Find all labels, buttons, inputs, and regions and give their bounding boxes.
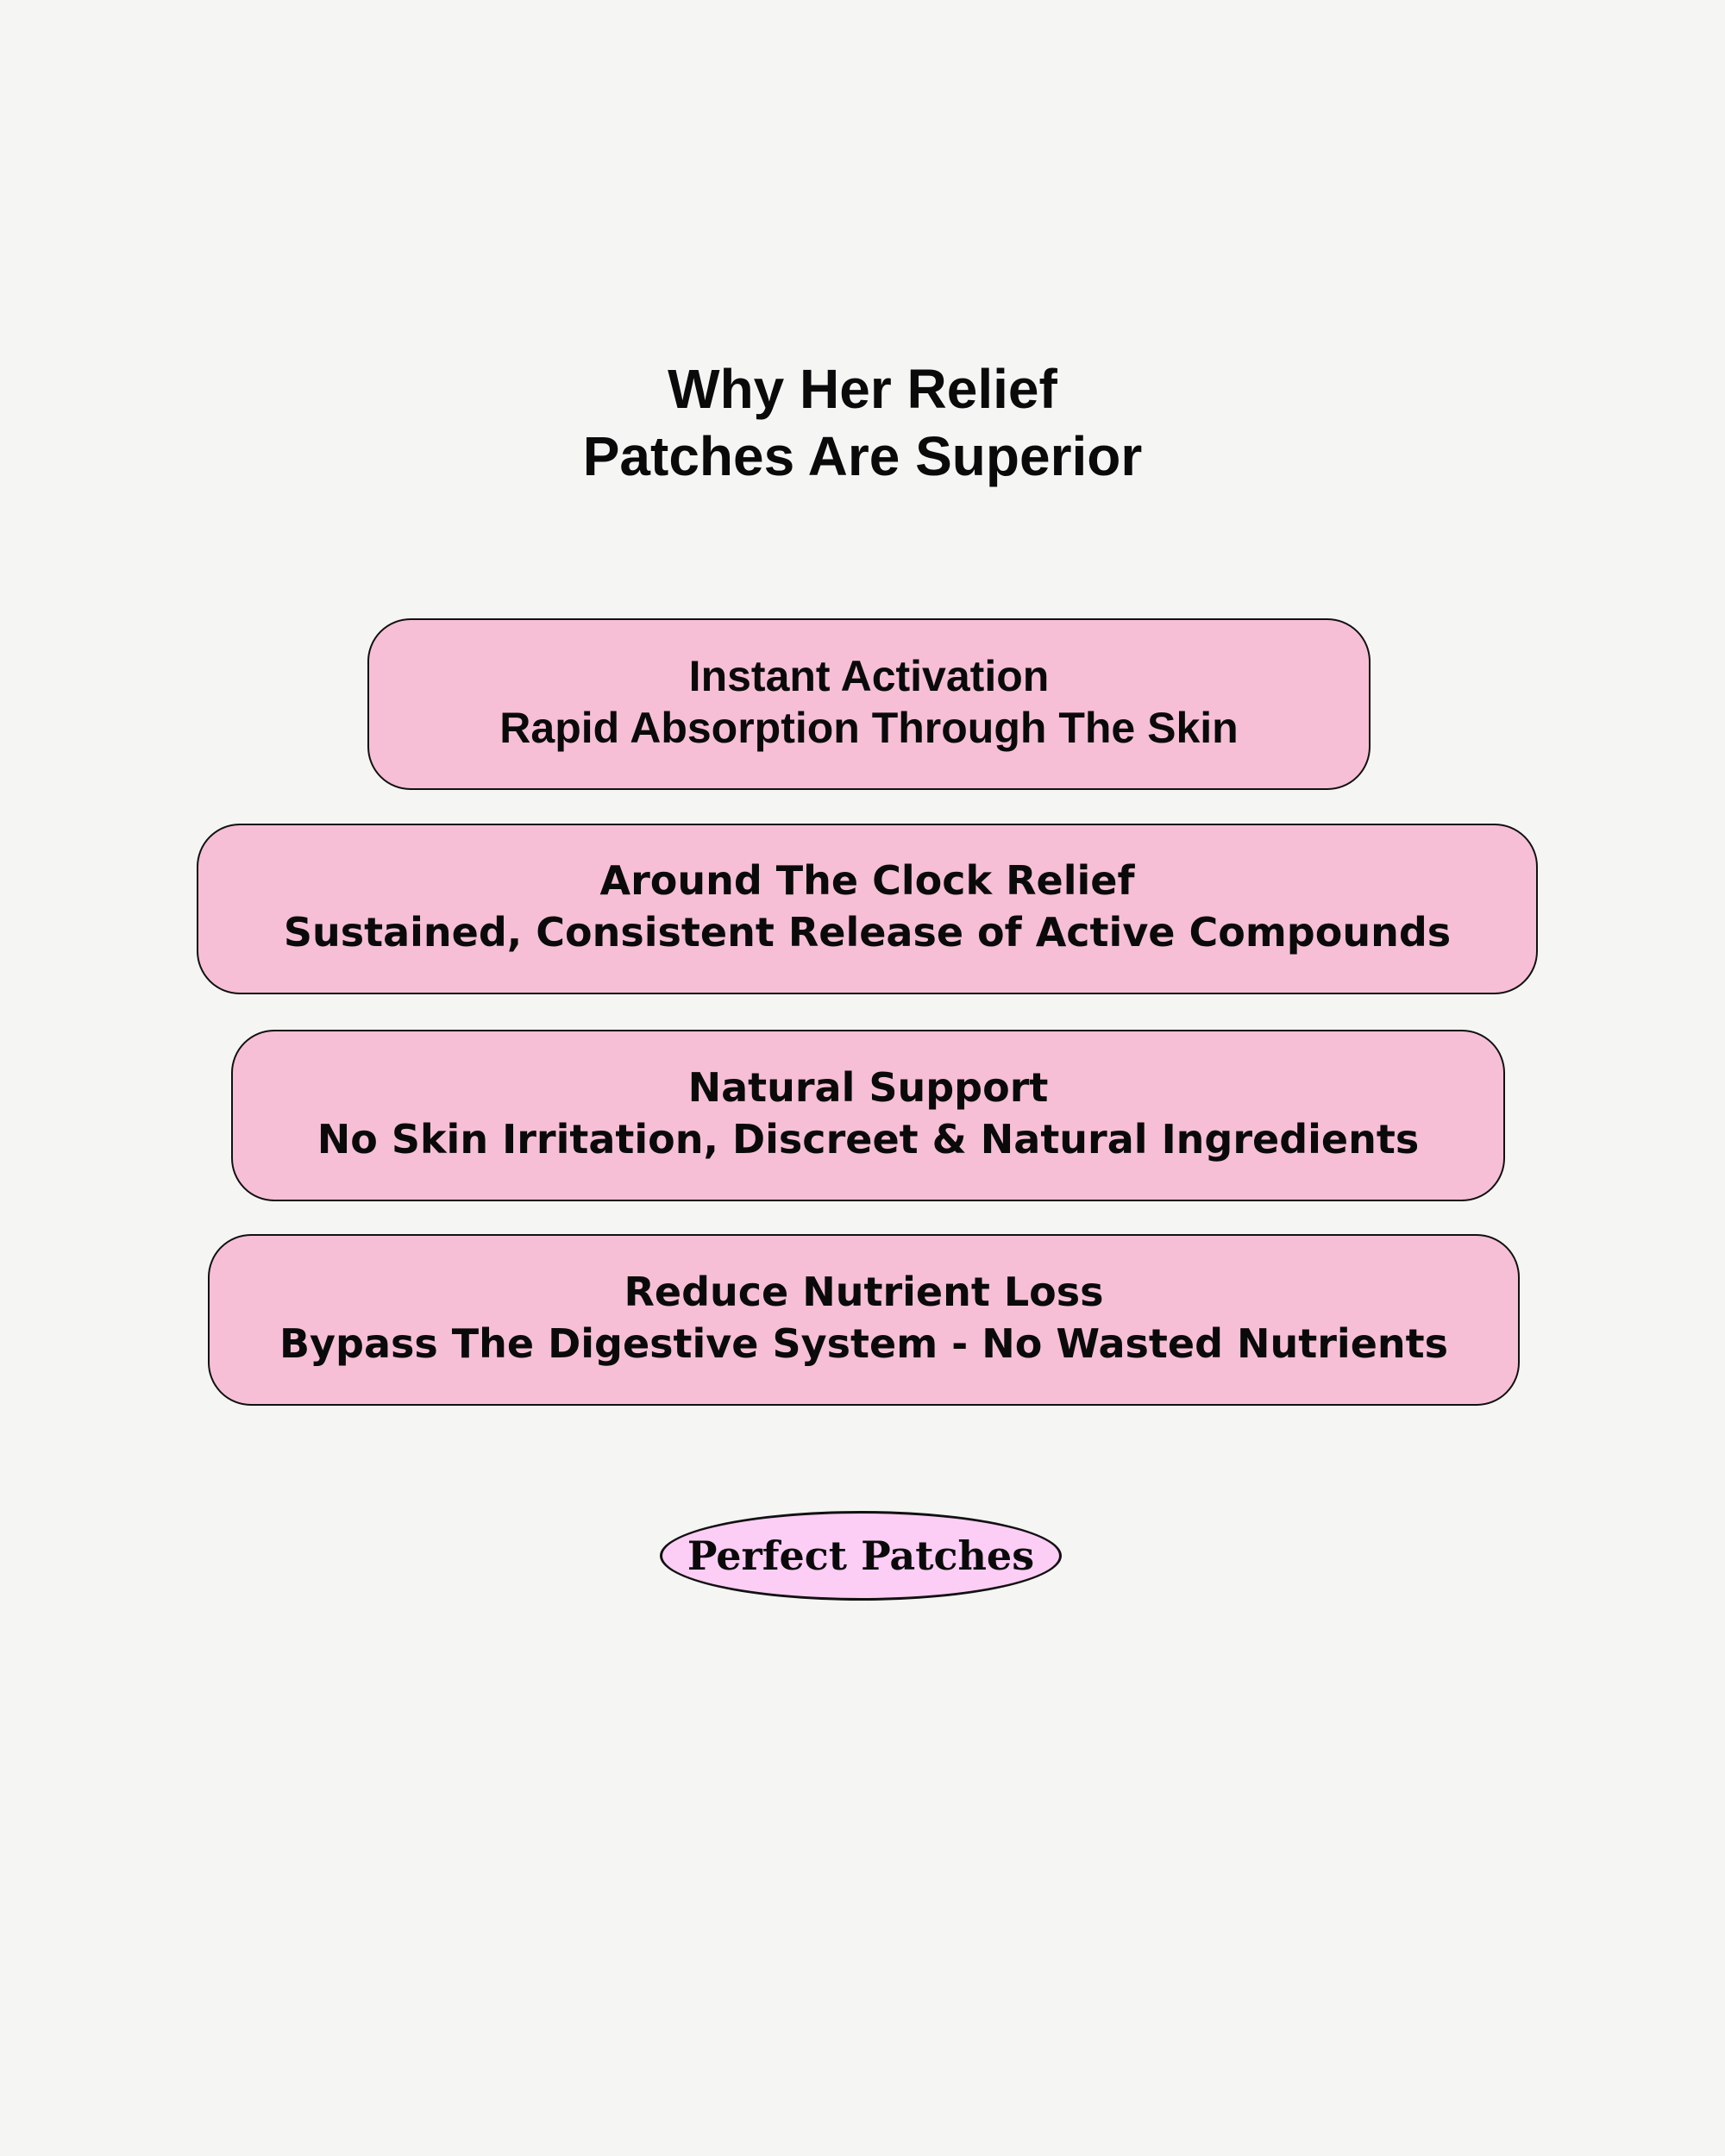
brand-label: Perfect Patches	[687, 1532, 1035, 1579]
benefit-card-reduce-nutrient-loss: Reduce Nutrient Loss Bypass The Digestiv…	[208, 1234, 1520, 1406]
benefit-detail: Rapid Absorption Through The Skin	[499, 703, 1239, 752]
benefit-detail: Bypass The Digestive System - No Wasted …	[279, 1319, 1449, 1367]
benefit-heading: Reduce Nutrient Loss	[624, 1268, 1104, 1315]
benefit-detail: No Skin Irritation, Discreet & Natural I…	[317, 1115, 1420, 1163]
benefit-card-natural-support: Natural Support No Skin Irritation, Disc…	[231, 1030, 1505, 1201]
title-line-2: Patches Are Superior	[582, 425, 1143, 487]
page-title: Why Her Relief Patches Are Superior	[0, 355, 1725, 490]
benefit-detail: Sustained, Consistent Release of Active …	[283, 909, 1452, 956]
benefit-heading: Around The Clock Relief	[599, 857, 1135, 904]
benefit-heading: Instant Activation	[688, 651, 1050, 700]
benefit-card-around-the-clock: Around The Clock Relief Sustained, Consi…	[197, 824, 1538, 994]
brand-badge: Perfect Patches	[660, 1511, 1062, 1601]
benefit-heading: Natural Support	[687, 1063, 1049, 1111]
title-line-1: Why Her Relief	[668, 358, 1057, 420]
benefit-card-instant-activation: Instant Activation Rapid Absorption Thro…	[367, 618, 1371, 790]
